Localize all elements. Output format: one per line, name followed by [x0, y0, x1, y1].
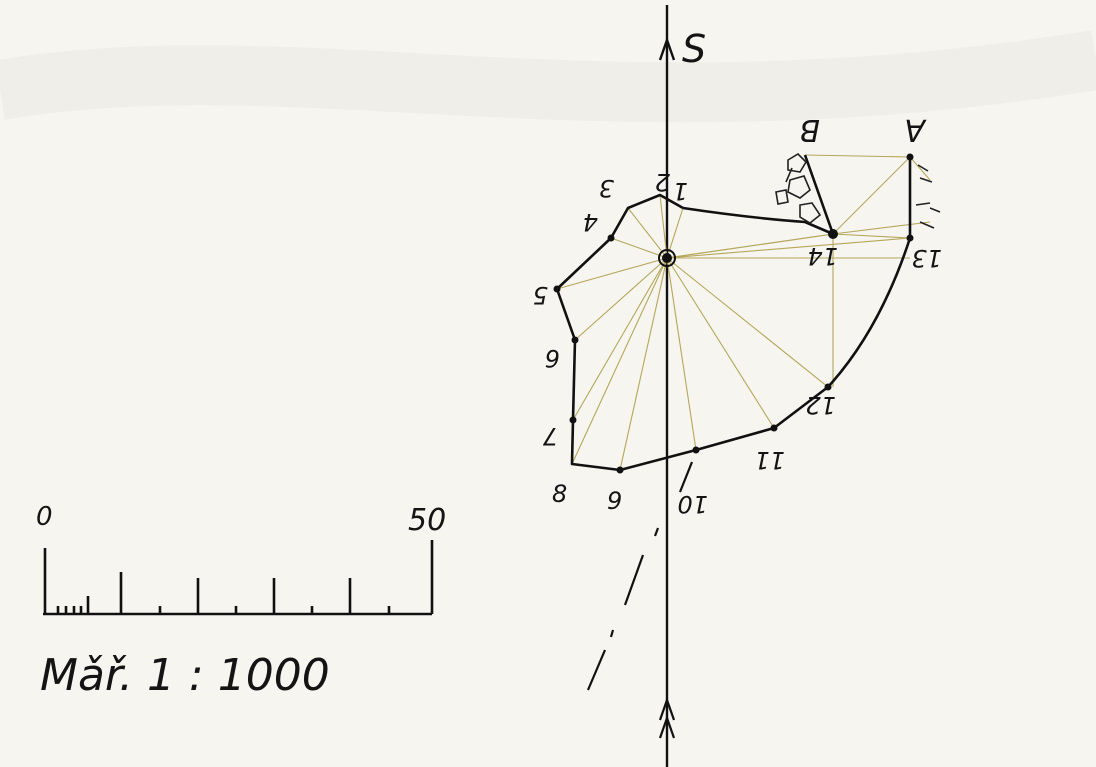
station-label-13: 13: [911, 244, 942, 272]
boundary-top-edge: [682, 206, 834, 236]
paper-shade: [0, 30, 1096, 123]
station-label-9: 9: [607, 487, 622, 515]
station-label-1: 1: [673, 177, 688, 205]
station-point: [569, 416, 577, 424]
station-point: [616, 466, 624, 474]
station-point: [828, 229, 838, 239]
line-to-b: [803, 154, 835, 235]
station-point: [553, 285, 561, 293]
mark-b-label: B: [799, 112, 820, 147]
station-label-14: 14: [807, 242, 838, 270]
scale-bar: [43, 540, 434, 616]
station-labels: 1 2 3 4 5 6 7 8 9 10 11 12 13 14 A B: [533, 112, 942, 518]
south-arrow-icon: [658, 699, 676, 739]
station-label-6: 6: [545, 344, 560, 372]
station-point: [906, 153, 914, 161]
tree-sketch-icon: [915, 164, 941, 229]
station-label-5: 5: [533, 281, 548, 309]
station-label-12: 12: [805, 391, 836, 419]
mark-a-label: A: [904, 112, 927, 147]
station-label-7: 7: [542, 422, 558, 450]
station-label-11: 11: [754, 446, 785, 474]
scale-end-label: 50: [408, 503, 446, 538]
scale-start-label: 0: [36, 502, 53, 532]
central-station-ring: [658, 249, 676, 267]
station-point: [906, 234, 914, 242]
north-label: S: [682, 27, 706, 71]
station-points: [553, 153, 914, 474]
survey-boundary: [555, 157, 912, 472]
north-arrow-icon: [658, 39, 676, 61]
central-station-point: [662, 253, 672, 263]
station-point: [770, 424, 778, 432]
scale-ratio-text: Mǎř. 1 : 1000: [40, 650, 330, 701]
rock-sketch-icon: [775, 152, 822, 224]
station-point: [607, 234, 615, 242]
station-label-10: 10: [677, 490, 708, 518]
station-point: [692, 446, 700, 454]
station-point: [824, 383, 832, 391]
station-point: [571, 336, 579, 344]
station-label-4: 4: [583, 208, 598, 236]
station-label-8: 8: [552, 480, 567, 508]
station-label-3: 3: [599, 174, 614, 202]
station-label-2: 2: [655, 168, 670, 196]
dash-dot-axis: [586, 461, 694, 691]
